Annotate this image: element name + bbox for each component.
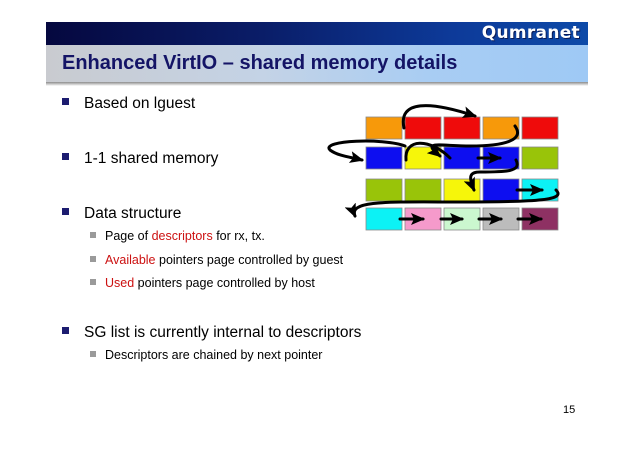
descriptor-block	[404, 178, 442, 202]
bullet-item: SG list is currently internal to descrip…	[62, 324, 361, 342]
sub-bullet-item: Page of descriptors for rx, tx.	[90, 229, 265, 243]
highlight-text: Available	[105, 253, 156, 267]
bullet-item: 1-1 shared memory	[62, 150, 218, 168]
bullet-icon	[62, 98, 69, 105]
sub-bullet-text: Descriptors are chained by next pointer	[105, 348, 323, 362]
arrow-path	[463, 158, 519, 192]
descriptor-block	[365, 116, 403, 140]
descriptor-block	[365, 207, 403, 231]
descriptor-block	[365, 178, 403, 202]
next-pointer-arrows	[327, 104, 560, 225]
sub-bullet-text: pointers page controlled by guest	[155, 253, 344, 267]
sub-bullet-item: Descriptors are chained by next pointer	[90, 348, 322, 362]
page-number: 15	[563, 404, 576, 416]
header-bar: Qumranet	[46, 22, 588, 45]
bullet-text: Data structure	[84, 205, 182, 222]
arrow-path	[404, 141, 452, 162]
sub-bullet-text: pointers page controlled by host	[134, 276, 315, 290]
bullet-text: SG list is currently internal to descrip…	[84, 324, 362, 341]
sub-bullet-item: Available pointers page controlled by gu…	[90, 253, 343, 267]
sub-bullet-text: for rx, tx.	[212, 229, 265, 243]
sub-bullet-text: Page of	[105, 229, 152, 243]
bullet-icon	[62, 327, 69, 334]
bullet-text: Based on lguest	[84, 95, 196, 112]
sub-bullet-item: Used pointers page controlled by host	[90, 276, 315, 290]
arrow-path	[344, 188, 560, 218]
bullet-text: 1-1 shared memory	[84, 150, 219, 167]
bullet-icon	[62, 208, 69, 215]
descriptor-block	[521, 146, 559, 170]
descriptor-blocks	[365, 116, 559, 231]
descriptor-block	[482, 116, 520, 140]
sub-bullet-icon	[90, 351, 96, 357]
descriptor-block	[521, 116, 559, 140]
brand-logo: Qumranet	[481, 23, 580, 43]
header-shadow	[46, 82, 588, 86]
bullet-item: Data structure	[62, 205, 181, 223]
highlight-text: Used	[105, 276, 135, 290]
sub-bullet-icon	[90, 279, 96, 285]
arrow-path	[327, 139, 407, 163]
title-bar: Enhanced VirtIO – shared memory details	[46, 45, 588, 82]
highlight-text: descriptors	[151, 229, 213, 243]
descriptor-block	[482, 178, 520, 202]
arrow-path	[401, 104, 477, 130]
descriptor-block	[443, 116, 481, 140]
descriptor-block	[404, 116, 442, 140]
sub-bullet-icon	[90, 232, 96, 238]
descriptor-block	[365, 146, 403, 170]
sub-bullet-icon	[90, 256, 96, 262]
slide-title: Enhanced VirtIO – shared memory details	[62, 52, 458, 74]
bullet-icon	[62, 153, 69, 160]
bullet-item: Based on lguest	[62, 95, 195, 113]
